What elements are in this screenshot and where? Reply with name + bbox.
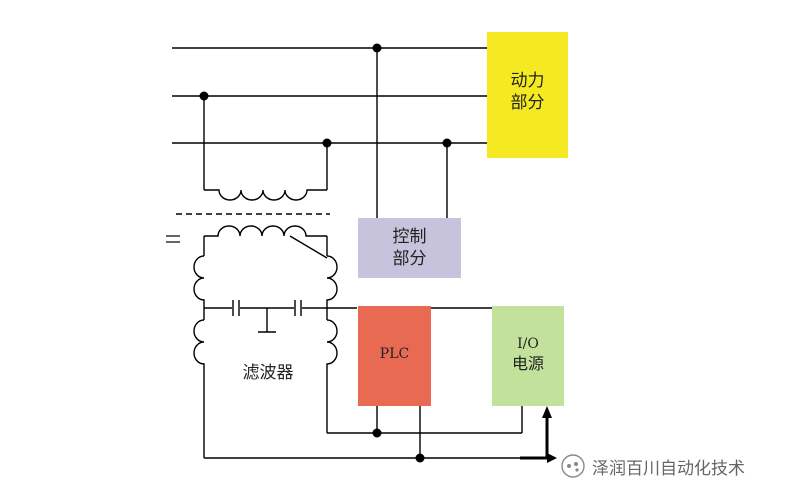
- plc-block-label: PLC: [379, 346, 410, 362]
- filter-inductor-left-upper: [193, 255, 205, 308]
- junction-dot: [415, 453, 425, 463]
- watermark: 泽润百川自动化技术: [560, 452, 745, 480]
- filter-inductor-right-lower: [326, 319, 338, 433]
- filter-inductor-right-upper: [326, 255, 338, 308]
- junction-dot: [199, 91, 209, 101]
- filter-inductor-left-lower: [193, 319, 205, 458]
- power-block: [487, 32, 568, 158]
- secondary-tap: [289, 235, 328, 259]
- io-label-line2: 电源: [511, 354, 544, 373]
- control-label-line2: 部分: [392, 249, 427, 269]
- junction-dot: [372, 428, 382, 438]
- arrow-head-right: [547, 453, 557, 463]
- transformer-primary-coil: [204, 189, 327, 201]
- control-label-line1: 控制: [392, 227, 427, 247]
- power-block-label: 动力 部分: [487, 70, 568, 114]
- watermark-text: 泽润百川自动化技术: [592, 458, 745, 479]
- control-block-label: 控制 部分: [358, 226, 461, 270]
- io-power-block: [492, 306, 564, 406]
- plc-block: [358, 306, 431, 406]
- control-block: [358, 218, 461, 278]
- power-label-line1: 动力: [510, 71, 545, 91]
- junction-dot: [372, 43, 382, 53]
- filter-label: 滤波器: [242, 363, 294, 383]
- wechat-icon: [560, 453, 586, 479]
- io-label-line1: I/O: [517, 336, 539, 352]
- transformer-secondary-coil: [204, 225, 327, 237]
- io-power-block-label: I/O 电源: [492, 334, 564, 374]
- junction-dot: [442, 138, 452, 148]
- junction-dot: [322, 138, 332, 148]
- power-label-line2: 部分: [510, 93, 545, 113]
- arrow-head-up: [542, 406, 552, 418]
